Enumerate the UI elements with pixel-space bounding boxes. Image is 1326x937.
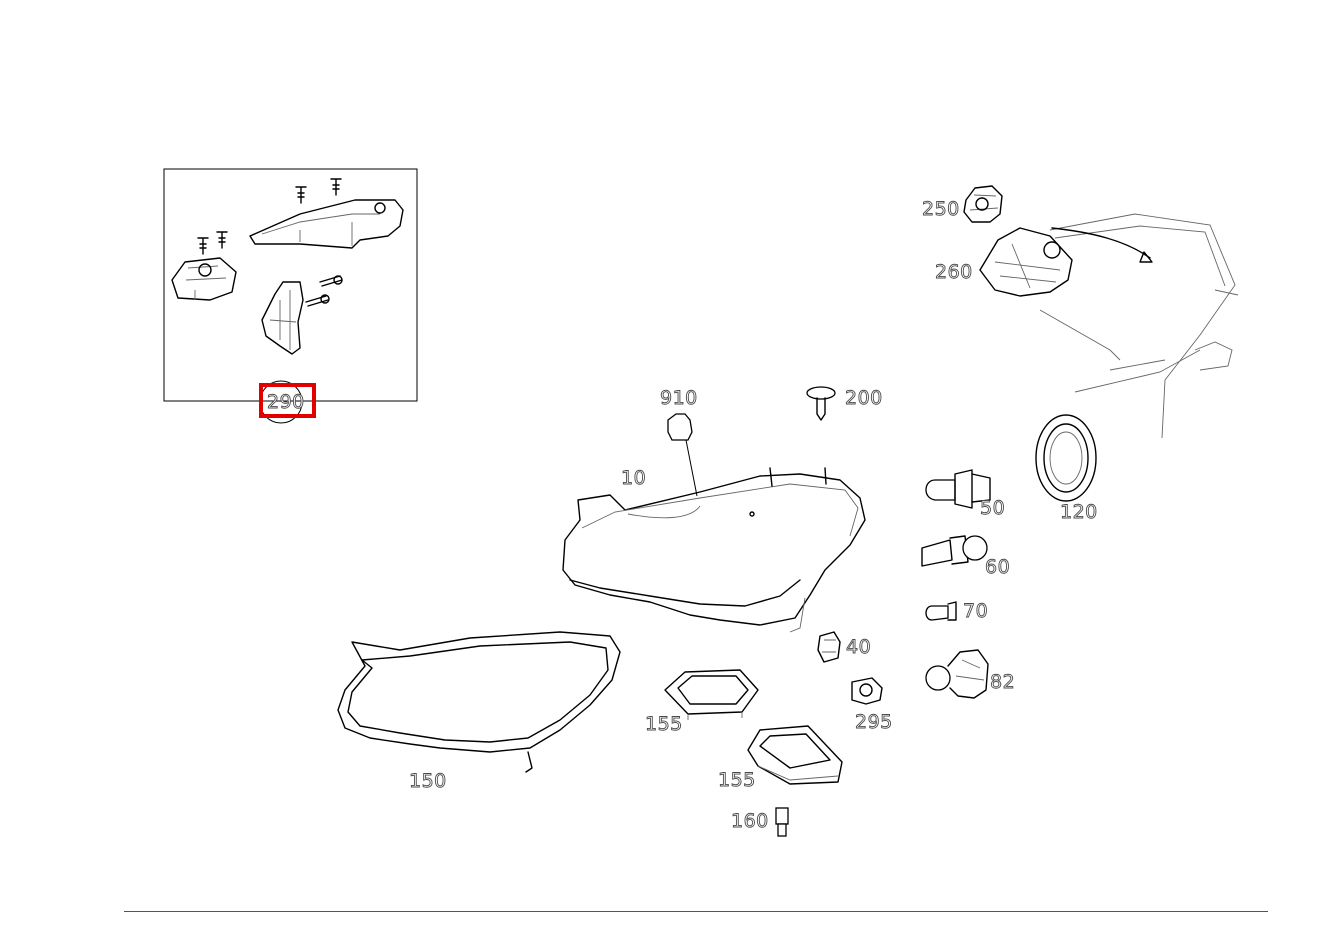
callout-50[interactable]: 50 bbox=[980, 497, 1006, 520]
part-155-ballast-a[interactable] bbox=[664, 669, 759, 720]
part-155-ballast-b[interactable] bbox=[747, 725, 843, 785]
part-910-label[interactable] bbox=[667, 413, 698, 497]
callout-260[interactable]: 260 bbox=[935, 261, 973, 284]
part-70-bulb[interactable] bbox=[925, 601, 957, 621]
callout-295[interactable]: 295 bbox=[855, 711, 893, 734]
part-250-sensor[interactable] bbox=[963, 185, 1003, 223]
part-120-cover[interactable] bbox=[1035, 414, 1097, 502]
callout-120[interactable]: 120 bbox=[1060, 501, 1098, 524]
callout-290[interactable]: 290 bbox=[267, 391, 305, 414]
part-295-connector[interactable] bbox=[851, 677, 883, 705]
callout-70[interactable]: 70 bbox=[963, 600, 989, 623]
part-50-bulb[interactable] bbox=[925, 469, 991, 509]
part-260-bracket[interactable] bbox=[979, 227, 1073, 297]
part-82-bulb-holder[interactable] bbox=[925, 649, 989, 699]
callout-155-a[interactable]: 155 bbox=[645, 713, 683, 736]
inset-kit-290[interactable] bbox=[163, 168, 418, 424]
part-200-clip[interactable] bbox=[806, 386, 836, 421]
part-160-bolt[interactable] bbox=[775, 807, 789, 837]
callout-290-highlight bbox=[259, 383, 316, 418]
callout-150[interactable]: 150 bbox=[409, 770, 447, 793]
footer-divider bbox=[124, 911, 1268, 912]
callout-250[interactable]: 250 bbox=[922, 198, 960, 221]
callout-160[interactable]: 160 bbox=[731, 810, 769, 833]
callout-200[interactable]: 200 bbox=[845, 387, 883, 410]
callout-155-b[interactable]: 155 bbox=[718, 769, 756, 792]
callout-910[interactable]: 910 bbox=[660, 387, 698, 410]
callout-10[interactable]: 10 bbox=[621, 467, 647, 490]
part-40-clip[interactable] bbox=[817, 631, 841, 663]
part-60-bulb[interactable] bbox=[921, 535, 988, 567]
callout-82[interactable]: 82 bbox=[990, 671, 1016, 694]
windscreen-outline bbox=[1039, 213, 1239, 439]
callout-40[interactable]: 40 bbox=[846, 636, 872, 659]
part-150-seal[interactable] bbox=[337, 631, 621, 773]
part-10-headlamp[interactable] bbox=[562, 467, 866, 633]
callout-60[interactable]: 60 bbox=[985, 556, 1011, 579]
